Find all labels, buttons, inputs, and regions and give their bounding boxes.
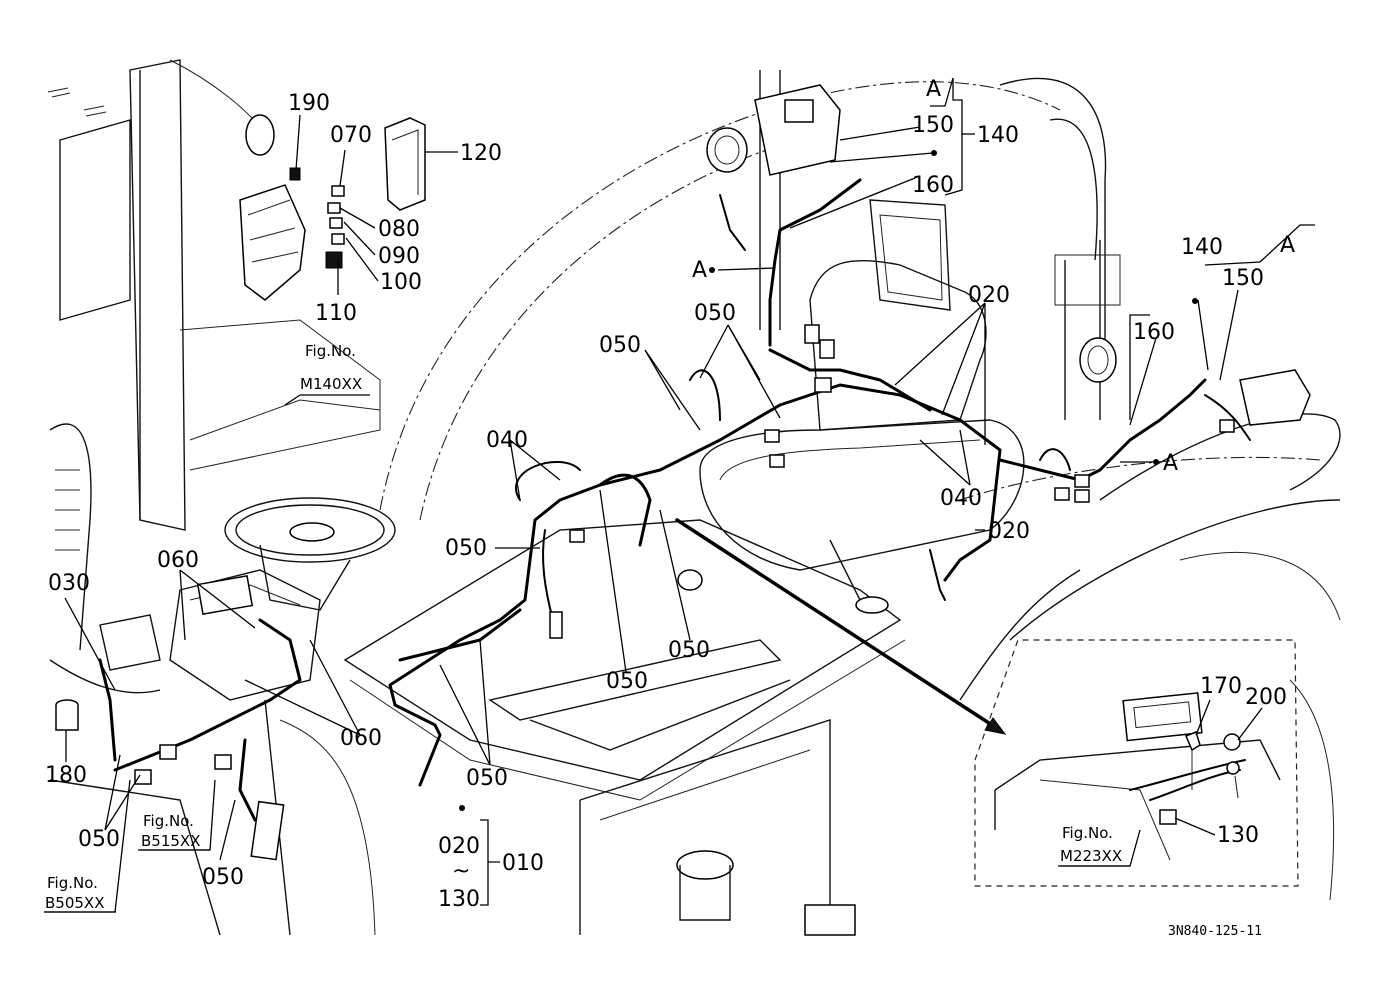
callout-050-lower-left: 050 [78, 827, 120, 852]
callout-030: 030 [48, 571, 90, 596]
tractor-body-outline [47, 59, 1341, 936]
detail-view-box [974, 639, 1299, 887]
callout-060-bottom: 060 [340, 726, 382, 751]
callout-040-left: 040 [486, 428, 528, 453]
callout-a-right: A [1163, 451, 1178, 476]
callout-labels: 190 070 120 080 090 100 110 Fig.No. M140… [45, 77, 1295, 939]
callout-080: 080 [378, 217, 420, 242]
callout-a-left: A [692, 258, 707, 283]
callout-050-mid: 050 [599, 333, 641, 358]
callout-130-range-end: 130 [438, 887, 480, 912]
figref-b505-code: B505XX [45, 894, 104, 912]
callout-090: 090 [378, 244, 420, 269]
connectors [55, 84, 1311, 861]
callout-010: 010 [502, 851, 544, 876]
leader-lines [45, 77, 1315, 913]
callout-020-range-start: 020 [438, 834, 480, 859]
callout-070: 070 [330, 123, 372, 148]
figref-m223-code: M223XX [1060, 847, 1122, 865]
figref-b515-code: B515XX [141, 832, 200, 850]
callout-020-upper: 020 [968, 283, 1010, 308]
callout-100: 100 [380, 270, 422, 295]
callout-060-top: 060 [157, 548, 199, 573]
callout-a-right-top: A [1280, 233, 1295, 258]
callout-040-right: 040 [940, 486, 982, 511]
callout-range-tilde: ~ [452, 859, 470, 884]
callout-130-detail: 130 [1217, 823, 1259, 848]
callout-050-lower-right: 050 [668, 638, 710, 663]
callout-180: 180 [45, 763, 87, 788]
figref-b505-label: Fig.No. [47, 874, 98, 892]
figref-b515-label: Fig.No. [143, 812, 194, 830]
reference-dots [459, 150, 1198, 811]
callout-160-right: 160 [1133, 320, 1175, 345]
callout-050-bottom: 050 [202, 865, 244, 890]
callout-050-floor: 050 [466, 766, 508, 791]
callout-190: 190 [288, 91, 330, 116]
callout-140-right: 140 [1181, 235, 1223, 260]
figref-m223-label: Fig.No. [1062, 824, 1113, 842]
figref-underlines [44, 849, 1130, 913]
callout-170: 170 [1200, 674, 1242, 699]
figref-m140-code: M140XX [300, 375, 362, 393]
callout-160-top: 160 [912, 173, 954, 198]
figref-m140-label: Fig.No. [305, 342, 356, 360]
callout-200: 200 [1245, 685, 1287, 710]
callout-110: 110 [315, 301, 357, 326]
callout-120: 120 [460, 141, 502, 166]
callout-050-left: 050 [445, 536, 487, 561]
drawing-code: 3N840-125-11 [1168, 924, 1262, 939]
callout-050-lower-center: 050 [606, 669, 648, 694]
callout-a-top: A [926, 77, 941, 102]
callout-150-top: 150 [912, 113, 954, 138]
callout-150-right: 150 [1222, 266, 1264, 291]
callout-140-top: 140 [977, 123, 1019, 148]
callout-020-right: 020 [988, 519, 1030, 544]
callout-050-upper: 050 [694, 301, 736, 326]
